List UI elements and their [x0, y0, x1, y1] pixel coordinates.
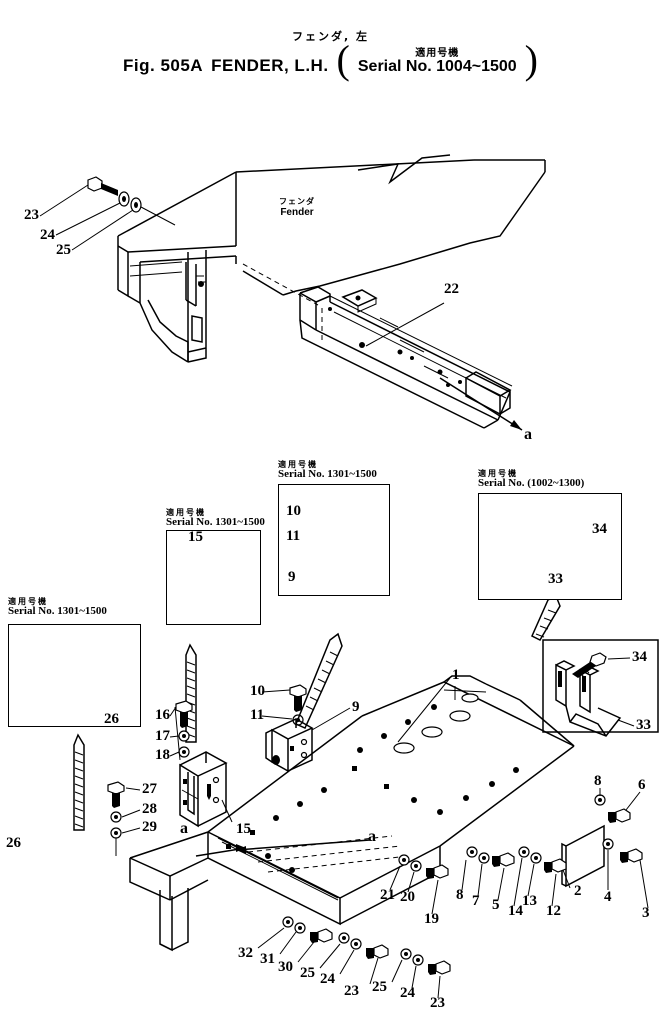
inset-caption-33: 適用号機 Serial No. (1002~1300) [478, 469, 585, 490]
callout-4: 4 [604, 889, 612, 905]
callout-25-b: 25 [300, 965, 315, 981]
callout-16: 16 [155, 707, 170, 723]
callout-10-inset: 10 [286, 503, 301, 519]
bottom-fasteners [257, 846, 567, 999]
figure-name: FENDER, L.H. [211, 56, 329, 75]
callout-3: 3 [642, 905, 650, 921]
inset-box-9 [278, 484, 390, 596]
inset-caption-15: 適用号機 Serial No. 1301~1500 [166, 508, 265, 529]
right-fasteners [559, 788, 649, 909]
callout-25-c: 25 [372, 979, 387, 995]
section-arrows [195, 839, 371, 857]
inset-box-33 [478, 493, 622, 600]
page-title: フェンダ, 左 Fig. 505A FENDER, L.H. ( 適用号機 Se… [0, 28, 661, 82]
callout-28: 28 [142, 801, 157, 817]
figure-id: Fig. 505A [123, 56, 204, 75]
mid-fasteners [73, 632, 351, 856]
callout-9: 9 [352, 699, 360, 715]
paren-open: ( [336, 37, 350, 82]
inset-15-en: Serial No. 1301~1500 [166, 516, 265, 529]
callout-6: 6 [638, 777, 646, 793]
callout-27: 27 [142, 781, 157, 797]
section-label-a-mid: a [368, 828, 376, 845]
main-deck-1 [129, 675, 575, 952]
callout-33-inset: 33 [548, 571, 563, 587]
upper-fender-group [117, 154, 546, 363]
inset-9-jp: 適用号機 [278, 460, 318, 469]
inset-33-jp: 適用号機 [478, 469, 518, 478]
section-label-a-left: a [180, 820, 188, 837]
callout-18: 18 [155, 747, 170, 763]
inset-15-jp: 適用号機 [166, 508, 206, 517]
inset-33-en: Serial No. (1002~1300) [478, 477, 585, 490]
callout-7: 7 [472, 893, 480, 909]
callout-32: 32 [238, 945, 253, 961]
callout-26: 26 [6, 835, 21, 851]
callout-24-b: 24 [320, 971, 335, 987]
callout-2: 2 [574, 883, 582, 899]
section-label-a-top: a [524, 426, 532, 443]
callout-11-inset: 11 [286, 528, 301, 544]
callout-12: 12 [546, 903, 561, 919]
upper-fasteners [39, 176, 176, 251]
callout-29: 29 [142, 819, 157, 835]
inset-9-en: Serial No. 1301~1500 [278, 468, 377, 481]
callout-22: 22 [444, 281, 459, 297]
inset-26-jp: 適用号機 [8, 597, 48, 606]
callout-20: 20 [400, 889, 415, 905]
callout-9-inset: 9 [288, 569, 296, 585]
callout-5: 5 [492, 897, 500, 913]
callout-10: 10 [250, 683, 265, 699]
callout-23-top: 23 [24, 207, 39, 223]
inset-caption-9: 適用号機 Serial No. 1301~1500 [278, 460, 377, 481]
callout-23-b: 23 [344, 983, 359, 999]
inset-26-en: Serial No. 1301~1500 [8, 605, 107, 618]
callout-15-inset: 15 [188, 529, 203, 545]
inset-box-26 [8, 624, 141, 727]
inset-box-15 [166, 530, 261, 625]
callout-26-inset: 26 [104, 711, 119, 727]
callout-33: 33 [636, 717, 651, 733]
callout-24-top: 24 [40, 227, 55, 243]
callout-21: 21 [380, 887, 395, 903]
inset-caption-26: 適用号機 Serial No. 1301~1500 [8, 597, 107, 618]
callout-34: 34 [632, 649, 647, 665]
callout-14: 14 [508, 903, 523, 919]
callout-15: 15 [236, 821, 251, 837]
callout-25-top: 25 [56, 242, 71, 258]
serial-range-jp: 適用号機 [415, 47, 460, 59]
fender-label-en: Fender [280, 206, 314, 218]
upper-rail-22 [299, 286, 523, 431]
main-33-34 [531, 594, 659, 737]
callout-34-inset: 34 [592, 521, 607, 537]
callout-8-right: 8 [594, 773, 602, 789]
paren-close: ) [524, 37, 538, 82]
callout-11: 11 [250, 707, 265, 723]
callout-31: 31 [260, 951, 275, 967]
title-jp: フェンダ, 左 [291, 30, 369, 43]
fender-label-jp: フェンダ [279, 197, 315, 206]
callout-30: 30 [278, 959, 293, 975]
callout-23-c: 23 [430, 995, 445, 1011]
callout-8: 8 [456, 887, 464, 903]
callout-13: 13 [522, 893, 537, 909]
callout-1: 1 [452, 667, 460, 683]
serial-range-en: Serial No. 1004~1500 [357, 58, 517, 76]
callout-24-c: 24 [400, 985, 415, 1001]
callout-17: 17 [155, 728, 170, 744]
callout-19: 19 [424, 911, 439, 927]
fender-part-label: フェンダ Fender [262, 197, 332, 218]
